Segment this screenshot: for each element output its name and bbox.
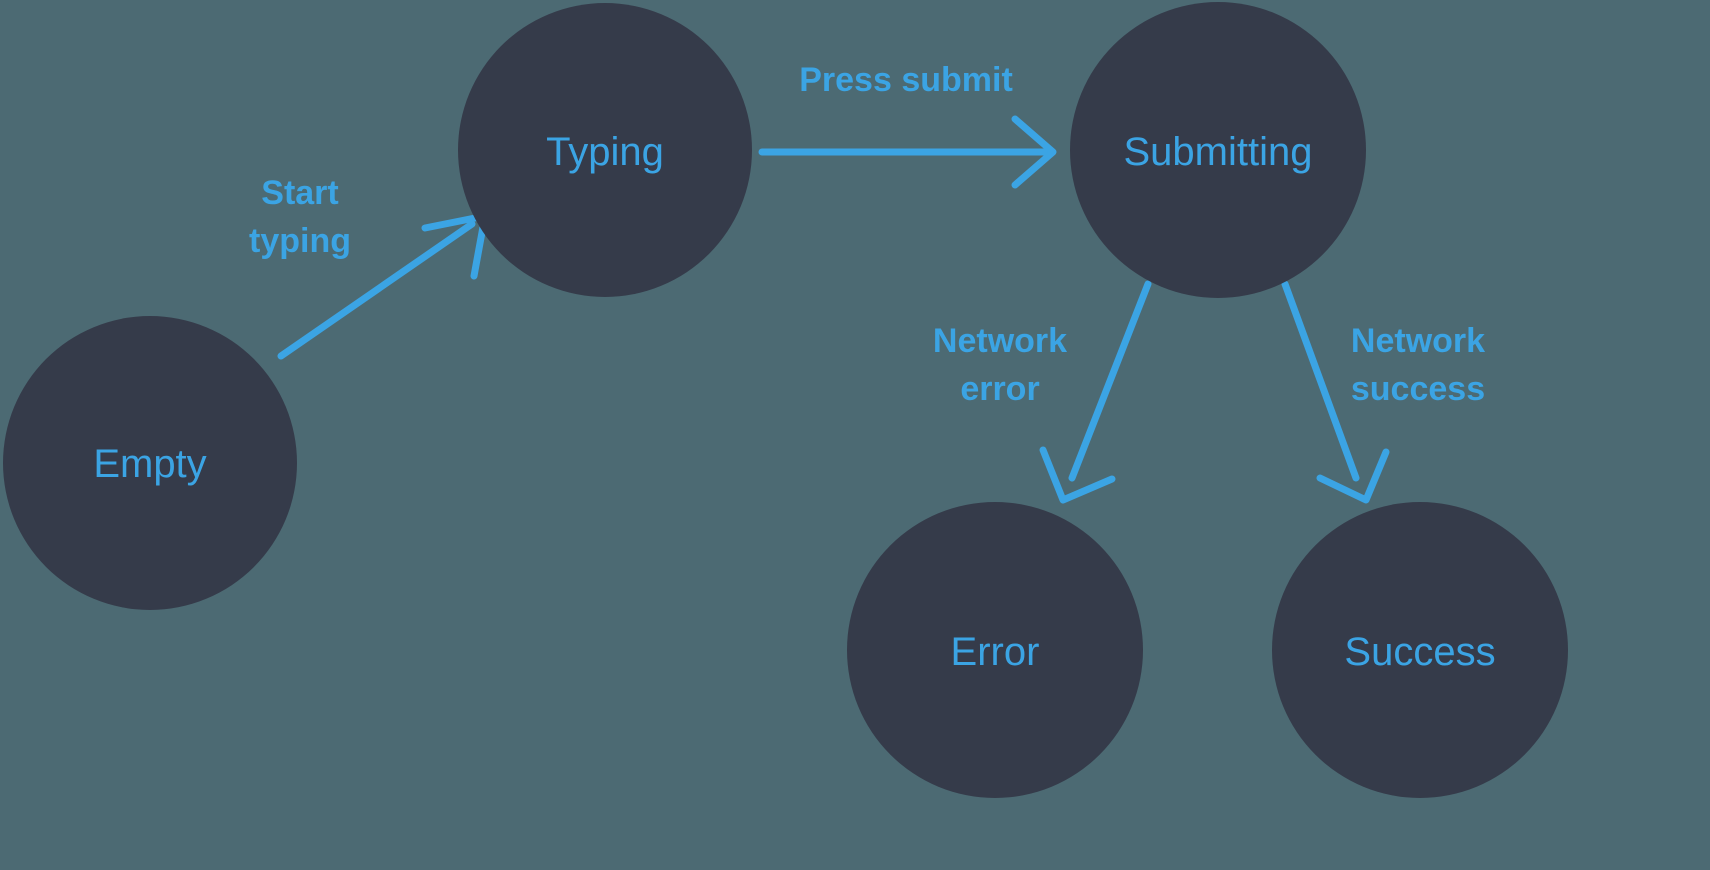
edge-label-press-submit: Press submit [799,61,1013,99]
edge-label-network-success-line1: Network [1351,322,1485,360]
arrowhead-network-error [1039,446,1116,504]
state-node-typing-circle [458,3,752,297]
edge-label-network-success-line2: success [1351,370,1485,408]
state-node-typing[interactable]: Typing [458,3,752,297]
state-node-success-label: Success [1344,630,1495,674]
state-node-success-circle [1272,502,1568,798]
edge-label-network-success: Network success [1351,322,1485,408]
state-node-empty-label: Empty [93,442,206,486]
state-node-error-circle [847,502,1143,798]
arrowhead-start-typing [421,212,489,280]
state-node-empty[interactable]: Empty [3,316,297,610]
state-node-error-label: Error [951,630,1040,674]
state-node-error[interactable]: Error [847,502,1143,798]
edge-label-network-error-line1: Network [933,322,1067,360]
arrowhead-press-submit [1011,115,1057,189]
edge-label-start-typing: Start typing [249,174,351,260]
state-node-submitting-circle [1070,2,1366,298]
transition-network-success[interactable] [1281,280,1390,504]
arrowhead-network-success [1316,448,1390,504]
state-node-typing-label: Typing [546,130,664,174]
state-node-empty-circle [3,316,297,610]
edge-label-start-typing-line2: typing [249,222,351,260]
edge-line-network-success [1281,280,1360,482]
state-node-submitting-label: Submitting [1124,130,1313,174]
edge-line-network-error [1068,280,1152,482]
edge-label-network-error-line2: error [960,370,1039,408]
edge-line-start-typing [277,220,476,360]
state-node-success[interactable]: Success [1272,502,1568,798]
edge-label-press-submit-line1: Press submit [799,61,1013,99]
state-node-submitting[interactable]: Submitting [1070,2,1366,298]
edge-label-start-typing-line1: Start [261,174,338,212]
transition-press-submit[interactable] [758,115,1057,189]
transition-network-error[interactable] [1039,280,1152,504]
edge-label-network-error: Network error [933,322,1067,408]
